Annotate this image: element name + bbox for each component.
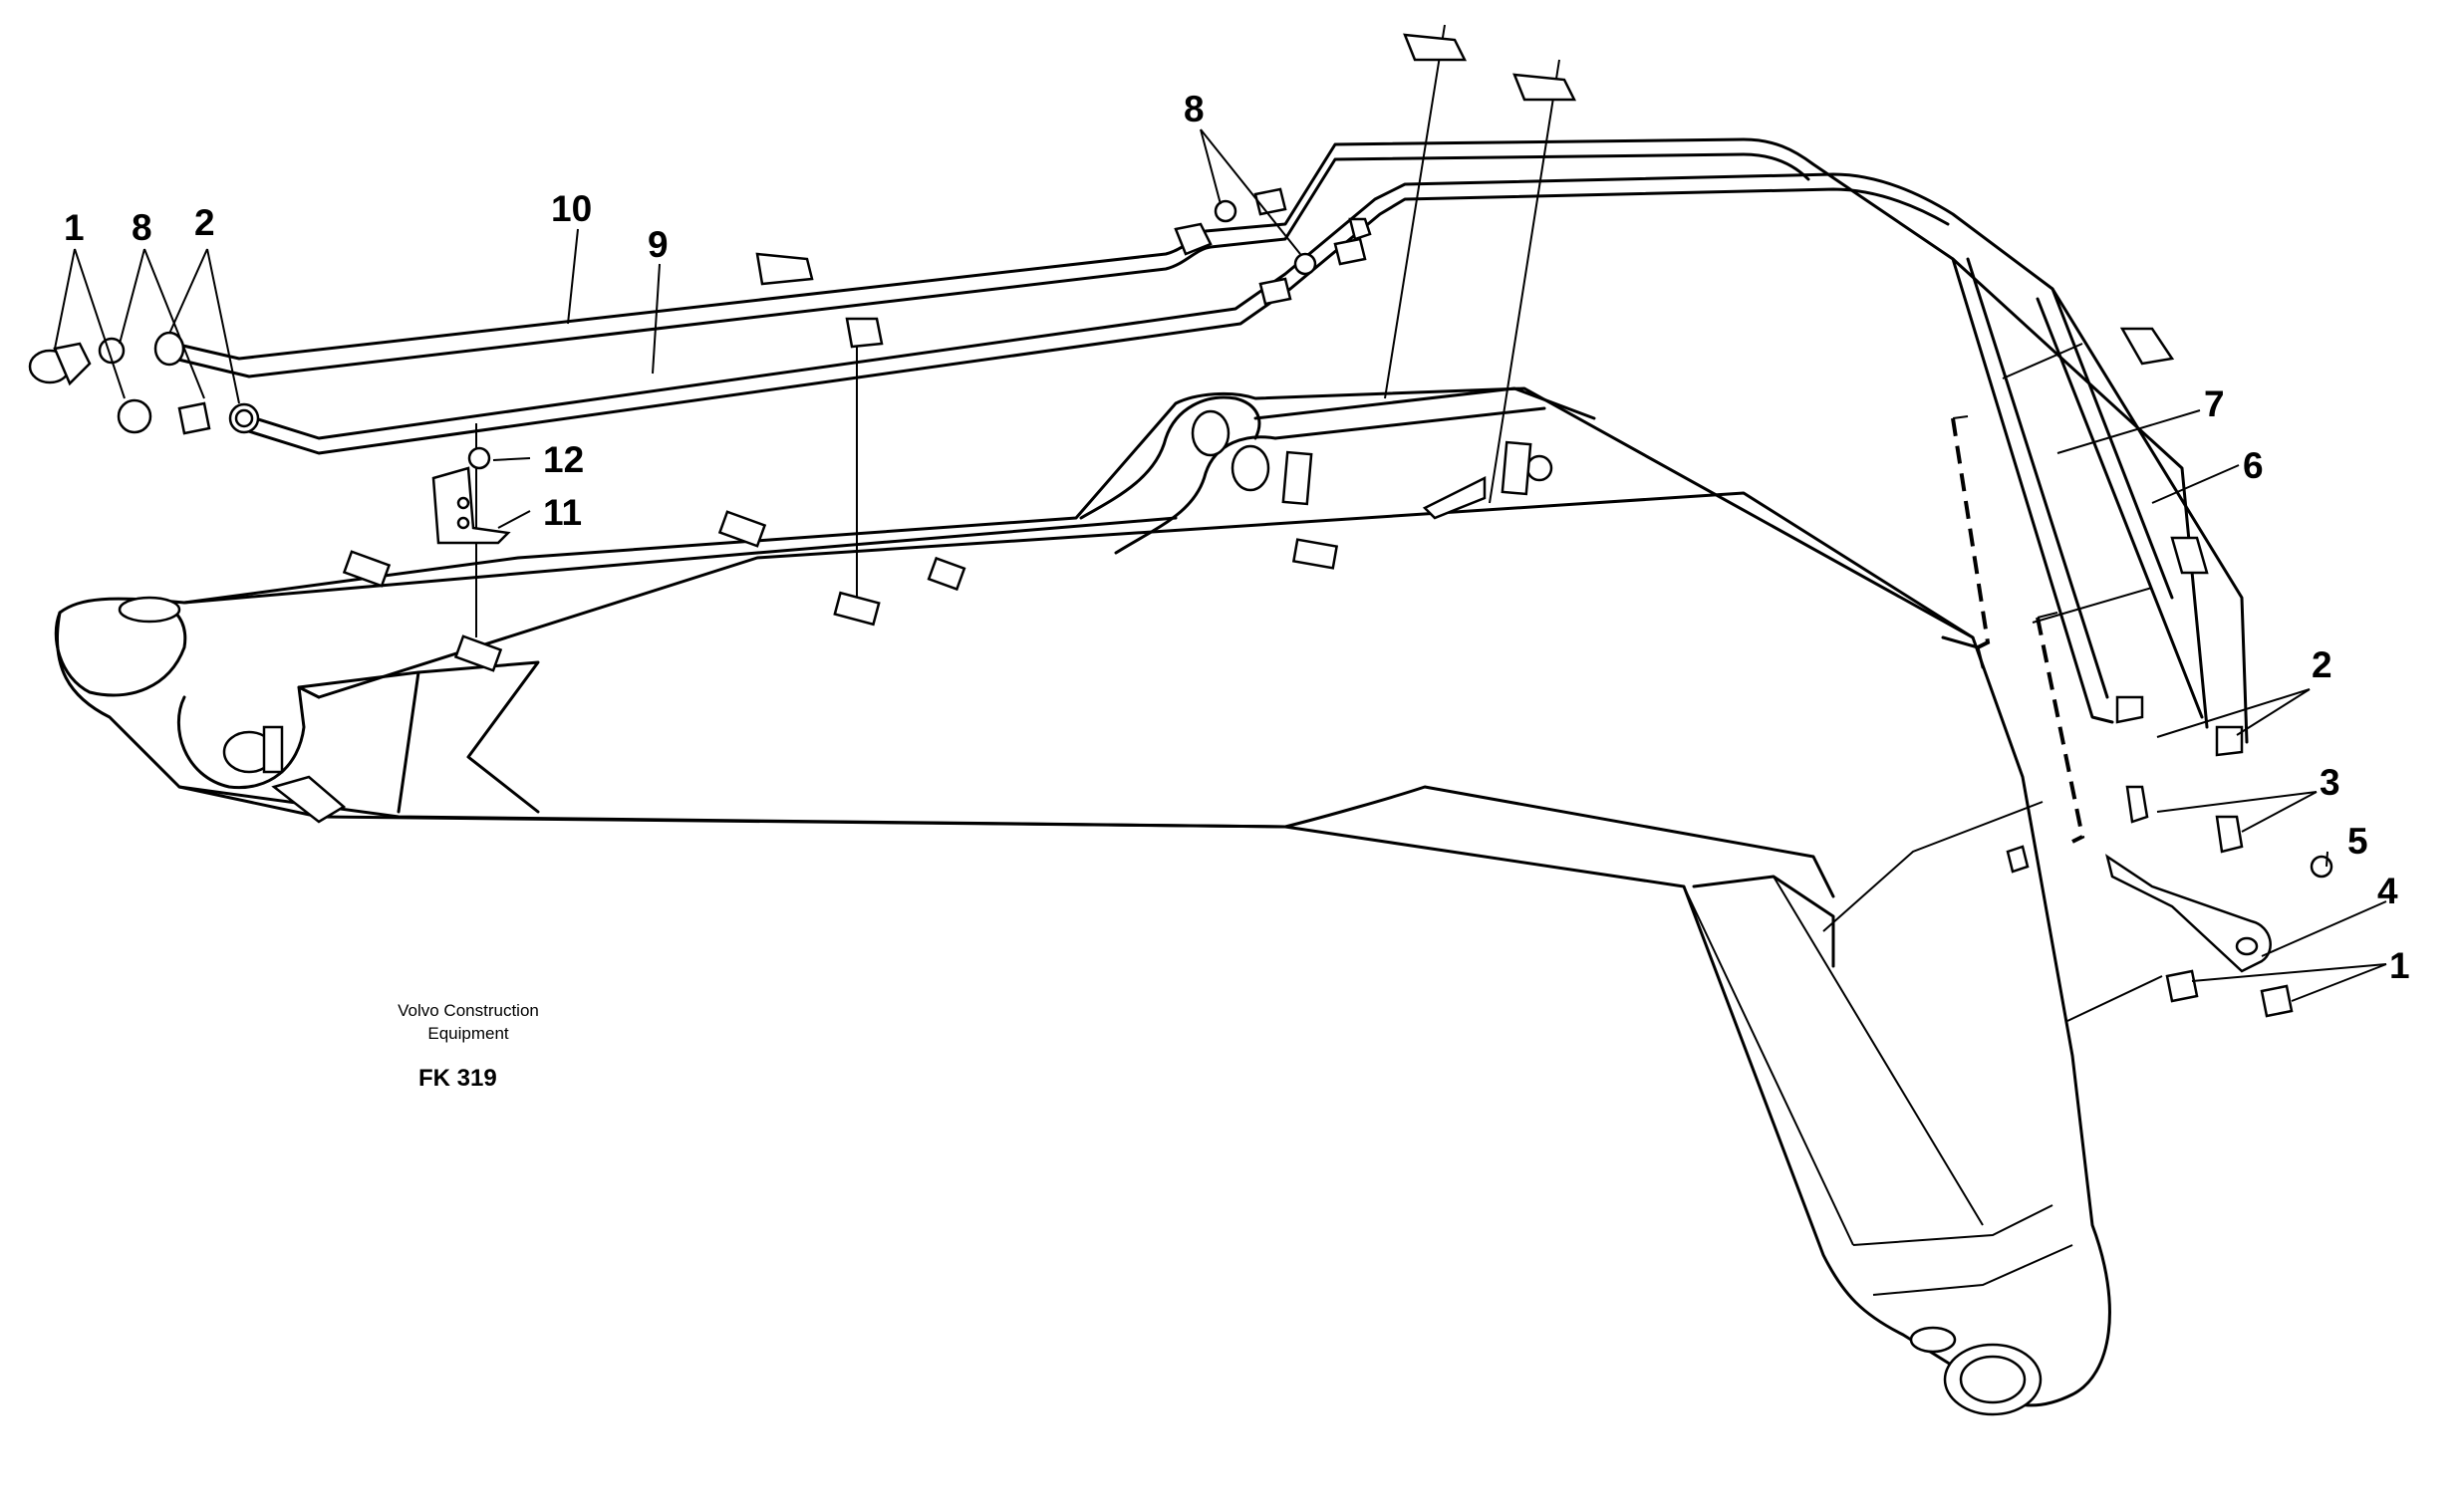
boom — [54, 24, 2163, 1416]
callout-5: 5 — [2347, 821, 2368, 862]
callout-1-left: 1 — [64, 207, 85, 248]
callout-10: 10 — [551, 188, 592, 229]
callout-8-top: 8 — [1184, 89, 1205, 129]
fittings — [28, 33, 2333, 1018]
drawing-code: FK 319 — [418, 1065, 497, 1092]
callout-2-right: 2 — [2312, 644, 2332, 685]
line-10 — [172, 137, 2209, 729]
caption: Volvo Construction Equipment FK 319 — [398, 1001, 539, 1092]
bracket-4 — [2105, 854, 2272, 973]
callout-4: 4 — [2377, 871, 2398, 911]
callout-8-left: 8 — [132, 207, 152, 248]
bracket-11 — [431, 466, 511, 545]
callout-1-right: 1 — [2389, 945, 2410, 986]
caption-line-2: Equipment — [427, 1024, 509, 1043]
callout-7: 7 — [2204, 383, 2225, 424]
leader-lines — [54, 128, 2387, 1002]
callout-11: 11 — [543, 492, 582, 533]
hydraulic-lines — [172, 137, 2249, 744]
callout-3: 3 — [2320, 762, 2340, 803]
callout-2-left: 2 — [194, 202, 215, 243]
caption-line-1: Volvo Construction — [398, 1001, 539, 1020]
line-9 — [237, 172, 2249, 744]
callout-9: 9 — [648, 224, 669, 265]
callout-12: 12 — [543, 439, 584, 480]
callout-6: 6 — [2243, 445, 2264, 486]
callout-labels: 1 8 2 10 9 8 12 11 7 6 2 3 5 4 1 — [64, 89, 2410, 986]
